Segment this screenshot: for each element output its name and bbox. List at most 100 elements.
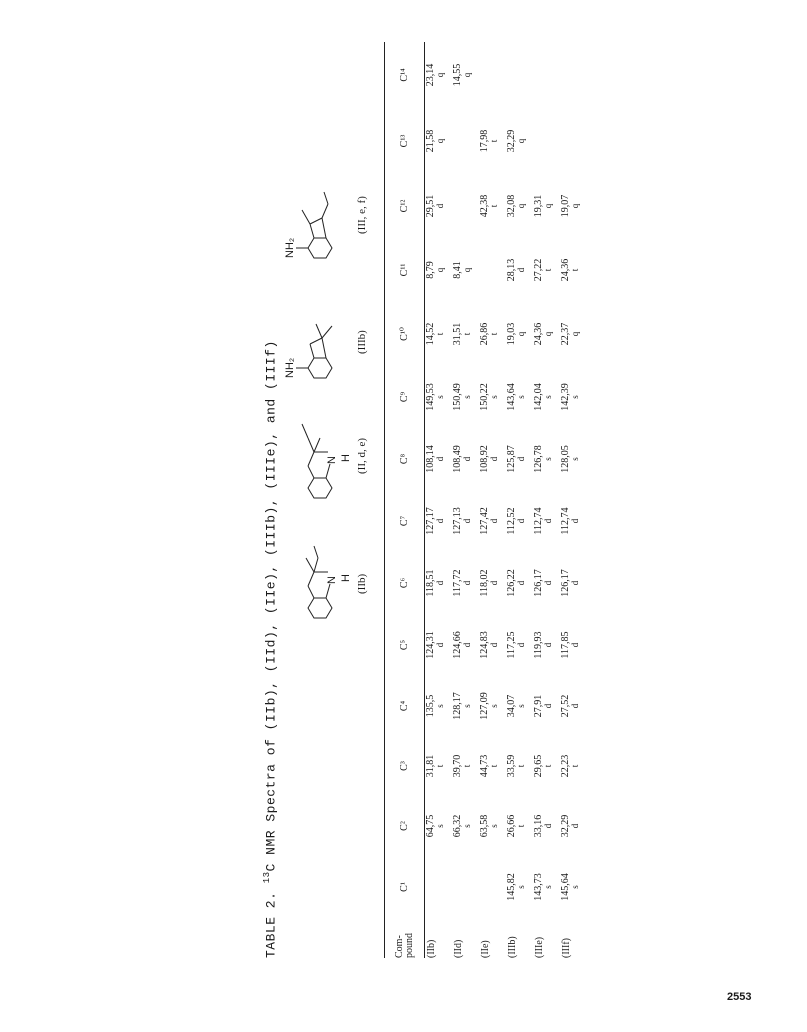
chemical-shift: 24,36 xyxy=(532,322,544,346)
header-c4: C⁴ xyxy=(384,676,425,736)
multiplicity: s xyxy=(435,395,445,399)
header-compound: Com- pound xyxy=(384,918,425,958)
multiplicity: t xyxy=(542,764,553,768)
shift-cell-c13 xyxy=(560,108,587,174)
multiplicity: q xyxy=(542,203,553,209)
chemical-shift: 66,32 xyxy=(451,814,463,838)
chemical-shift: 150,49 xyxy=(451,383,463,411)
rotated-table-page: TABLE 2. 13C NMR Spectra of (IIb), (IId)… xyxy=(262,42,580,958)
header-c5: C⁵ xyxy=(384,614,425,676)
multiplicity: s xyxy=(515,704,526,708)
multiplicity: d xyxy=(488,518,499,524)
multiplicity: t xyxy=(515,764,526,768)
chemical-shift: 39,70 xyxy=(451,754,463,778)
chemical-shift: 19,31 xyxy=(532,194,544,218)
multiplicity: s xyxy=(515,885,526,889)
multiplicity: q xyxy=(542,331,553,337)
chemical-shift: 42,38 xyxy=(478,194,490,218)
chemical-shift: 117,72 xyxy=(451,569,463,597)
shift-cell-c13 xyxy=(533,108,560,174)
chemical-shift: 127,13 xyxy=(451,507,463,535)
multiplicity: s xyxy=(569,395,580,399)
chemical-shift: 26,86 xyxy=(478,322,490,346)
multiplicity: s xyxy=(435,704,445,708)
chemical-shift: 150,22 xyxy=(478,383,490,411)
chemical-shift: 108,49 xyxy=(451,445,463,473)
multiplicity: t xyxy=(488,139,499,143)
structure-label-iide: (II, d, e) xyxy=(356,437,368,474)
structure-iiib: NH₂ (IIIb) xyxy=(284,278,368,388)
chemical-shift: 126,17 xyxy=(532,569,544,597)
multiplicity: d xyxy=(542,518,553,524)
multiplicity: d xyxy=(569,580,580,586)
chemical-shift: 124,83 xyxy=(478,631,490,659)
structure-iib-n: N xyxy=(326,576,338,584)
multiplicity: t xyxy=(461,332,472,336)
multiplicity: t xyxy=(488,764,499,768)
multiplicity: d xyxy=(569,703,580,709)
multiplicity: d xyxy=(435,580,445,586)
multiplicity: t xyxy=(488,204,499,208)
chemical-shift: 108,92 xyxy=(478,445,490,473)
chemical-shift: 33,16 xyxy=(532,814,544,838)
compound-cell: (IIe) xyxy=(479,940,491,958)
chemical-shift: 28,13 xyxy=(505,258,517,282)
chemical-shift: 127,09 xyxy=(478,692,490,720)
multiplicity: t xyxy=(542,268,553,272)
chemical-shift: 127,42 xyxy=(478,507,490,535)
header-c7: C⁷ xyxy=(384,490,425,552)
shift-cell-c12 xyxy=(452,174,479,238)
multiplicity: t xyxy=(435,764,445,768)
multiplicity: t xyxy=(515,824,526,828)
shift-cell-c11 xyxy=(479,238,506,302)
multiplicity: q xyxy=(435,267,445,273)
header-c2: C² xyxy=(384,796,425,856)
compound-cell: (IIIf) xyxy=(560,938,572,958)
header-c10: C¹⁰ xyxy=(384,302,425,366)
multiplicity: t xyxy=(435,332,445,336)
chemical-shift: 27,52 xyxy=(559,694,571,718)
chemical-shift: 124,66 xyxy=(451,631,463,659)
structure-iiief-drawing xyxy=(296,191,333,259)
chemical-shift: 125,87 xyxy=(505,445,517,473)
chemical-shift: 19,03 xyxy=(505,322,517,346)
multiplicity: d xyxy=(542,703,553,709)
chemical-shift: 143,64 xyxy=(505,383,517,411)
multiplicity: s xyxy=(488,824,499,828)
compound-cell: (IIIe) xyxy=(533,936,545,958)
